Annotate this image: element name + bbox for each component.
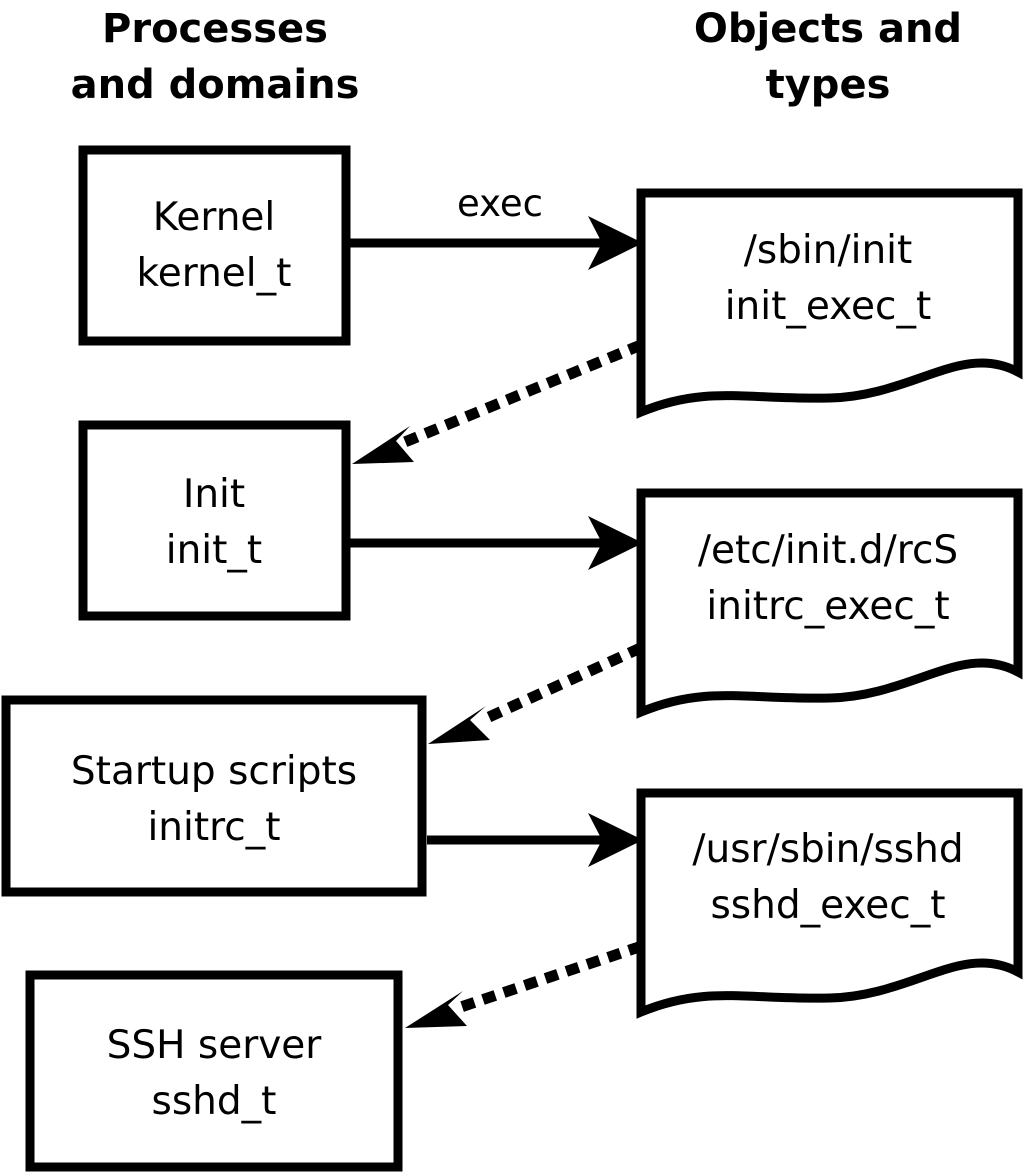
column-header-processes-line1: Processes: [102, 6, 328, 52]
arrow-head-icon: [428, 706, 490, 744]
node-label-line1: /sbin/init: [744, 228, 913, 273]
edge-initexec-to-init: [352, 339, 644, 464]
node-box[interactable]: [1, 695, 427, 897]
arrow-head-icon: [405, 991, 467, 1028]
process-node-startup-scripts[interactable]: Startup scripts initrc_t: [1, 695, 427, 897]
node-label-line2: initrc_t: [147, 805, 280, 850]
node-box[interactable]: [25, 970, 403, 1172]
arrow-head-icon: [588, 216, 643, 270]
arrow-head-icon: [588, 516, 643, 570]
node-box[interactable]: [78, 420, 351, 621]
edge-rcsexec-to-startup: [428, 642, 644, 744]
object-node-etc-initd-rcs[interactable]: /etc/init.d/rcS initrc_exec_t: [636, 488, 1023, 719]
object-node-usr-sbin-sshd[interactable]: /usr/sbin/sshd sshd_exec_t: [636, 788, 1023, 1019]
arrow-head-icon: [352, 426, 414, 464]
node-label-line1: Init: [183, 472, 245, 517]
edge-startup-exec-sshd: [427, 813, 643, 867]
node-label-line2: init_exec_t: [725, 284, 932, 329]
column-header-processes: Processes and domains: [71, 6, 360, 108]
process-node-ssh-server[interactable]: SSH server sshd_t: [25, 970, 403, 1172]
edge-kernel-exec-init: exec: [350, 182, 643, 270]
node-label-line1: Kernel: [153, 195, 276, 240]
edge-line: [448, 941, 643, 1016]
node-box[interactable]: [78, 145, 351, 346]
edge-init-exec-rcs: [350, 516, 643, 570]
node-label-line1: /usr/sbin/sshd: [692, 827, 963, 872]
node-label-line1: /etc/init.d/rcS: [698, 528, 958, 573]
node-label-line2: sshd_t: [152, 1079, 277, 1124]
node-label-line2: init_t: [166, 528, 262, 573]
process-node-kernel[interactable]: Kernel kernel_t: [78, 145, 351, 346]
node-label-line1: Startup scripts: [71, 749, 357, 794]
node-document-shape[interactable]: [636, 788, 1023, 1019]
object-node-sbin-init[interactable]: /sbin/init init_exec_t: [636, 188, 1023, 419]
arrow-head-icon: [588, 813, 643, 867]
edge-sshdexec-to-sshd: [405, 941, 643, 1028]
column-header-objects: Objects and types: [694, 6, 962, 108]
edge-line: [470, 642, 644, 730]
column-header-objects-line1: Objects and: [694, 6, 962, 52]
node-label-line2: kernel_t: [137, 251, 292, 296]
node-document-shape[interactable]: [636, 188, 1023, 419]
node-label-line2: initrc_exec_t: [706, 584, 949, 629]
edge-label-exec: exec: [457, 182, 543, 225]
node-label-line2: sshd_exec_t: [710, 883, 945, 928]
process-node-init[interactable]: Init init_t: [78, 420, 351, 621]
column-header-objects-line2: types: [766, 62, 891, 108]
node-label-line1: SSH server: [107, 1023, 323, 1068]
edge-line: [392, 339, 644, 452]
column-header-processes-line2: and domains: [71, 62, 360, 108]
node-document-shape[interactable]: [636, 488, 1023, 719]
